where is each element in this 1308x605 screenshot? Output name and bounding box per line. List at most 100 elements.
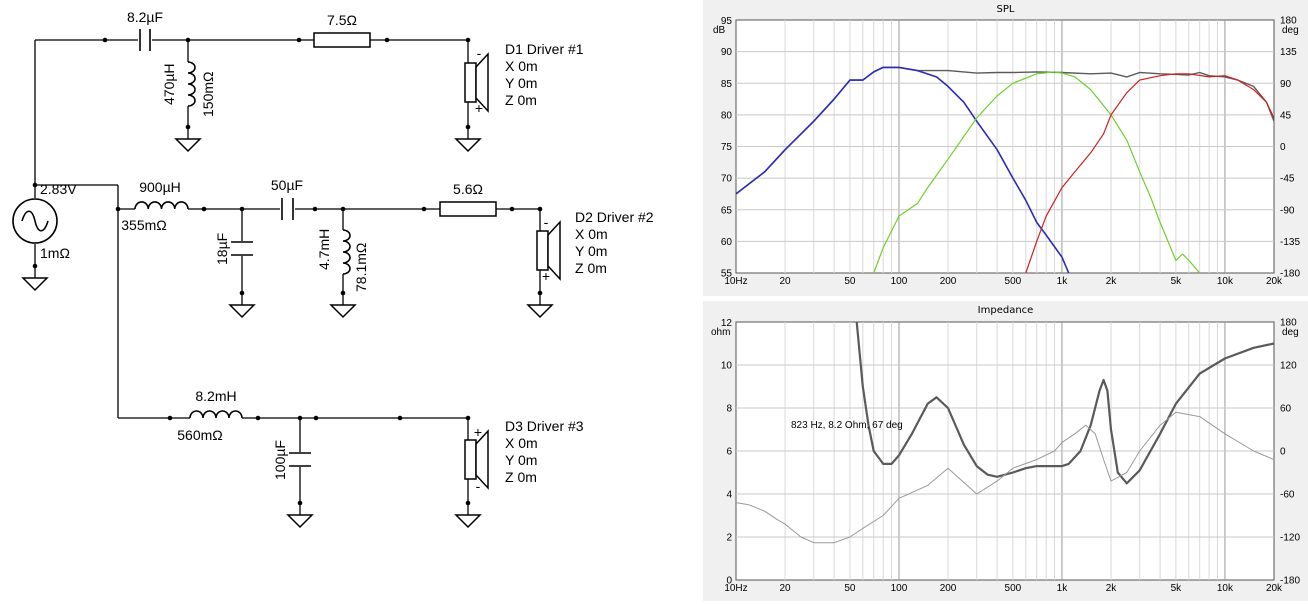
x-tick-label: 500 [1005,276,1022,287]
spl-series-line [1025,73,1275,274]
left-tick-label: 10 [721,361,733,372]
d2-series-inductor [134,201,189,210]
d2-shunt-capacitor-value: 18µF [214,233,230,265]
left-tick-label: 6 [726,447,732,458]
spl-axis-labels: 95908580757065605518013590450-45-90-135-… [721,16,1301,288]
x-tick-label: 1k [1057,276,1069,287]
x-tick-label: 1k [1057,583,1069,594]
ground-icon [526,304,554,319]
d1-inductor [187,61,196,107]
d2-driver-name: D2 Driver #2 [575,209,654,225]
right-tick-label: -120 [1280,533,1300,544]
right-tick-label: 45 [1280,110,1292,121]
x-tick-label: 50 [844,276,856,287]
spl-series [735,66,1275,274]
x-tick-label: 20k [1266,276,1283,287]
left-tick-label: 85 [721,79,733,90]
x-tick-label: 200 [940,583,957,594]
d3-series-inductor-resistance: 560mΩ [177,427,223,443]
x-tick-label: 5k [1171,276,1183,287]
source-voltage: 2.83V [40,181,77,197]
spl-graph: 95908580757065605518013590450-45-90-135-… [713,16,1301,288]
d2-y-position: Y 0m [575,243,607,259]
right-tick-label: -45 [1280,174,1295,185]
impedance-left-unit: ohm [711,327,730,338]
d1-capacitor-value: 8.2µF [127,9,163,25]
left-tick-label: 90 [721,47,733,58]
x-tick-label: 10Hz [724,583,747,594]
d3-series-inductor [189,410,243,419]
right-tick-label: 0 [1280,447,1286,458]
right-tick-label: 180 [1280,318,1297,329]
x-tick-label: 5k [1171,583,1183,594]
right-tick-label: -60 [1280,490,1295,501]
impedance-phase-line [735,411,1275,544]
left-tick-label: 12 [721,318,733,329]
ground-icon [329,304,357,319]
impedance-series [735,321,1275,544]
impedance-cursor-readout: 823 Hz, 8.2 Ohm, 67 deg [791,420,903,431]
ground-icon [228,304,256,319]
left-tick-label: 2 [726,533,732,544]
left-tick-label: 4 [726,490,732,501]
x-tick-label: 10k [1217,583,1234,594]
d1-driver-name: D1 Driver #1 [505,41,584,57]
junction-dots [32,37,543,506]
d2-plus-terminal: + [542,268,550,284]
spl-series-line [735,66,1070,274]
d1-resistor-value: 7.5Ω [327,12,357,28]
left-tick-label: 0 [726,576,732,587]
d2-series-capacitor-value: 50µF [271,177,303,193]
d3-series-inductor-value: 8.2mH [195,388,236,404]
d3-plus-terminal: + [474,424,482,440]
d2-speaker-icon [536,220,561,281]
x-tick-label: 20 [779,583,791,594]
d1-resistor [313,32,371,48]
left-tick-label: 60 [721,237,733,248]
ground-icon [454,138,482,153]
left-tick-label: 75 [721,142,733,153]
right-tick-label: 180 [1280,16,1297,27]
right-tick-label: 60 [1280,404,1292,415]
d1-speaker-icon [464,52,489,113]
ground-symbols [21,138,554,529]
d1-capacitor [139,29,151,51]
d3-x-position: X 0m [505,435,538,451]
right-tick-label: -180 [1280,576,1300,587]
d2-series-inductor-value: 900µH [139,179,181,195]
right-tick-label: 120 [1280,361,1297,372]
impedance-right-unit: deg [1282,327,1299,338]
x-tick-label: 50 [844,583,856,594]
d2-resistor-value: 5.6Ω [453,181,483,197]
d3-z-position: Z 0m [505,469,537,485]
d1-inductor-resistance: 150mΩ [200,72,216,118]
x-tick-label: 2k [1106,583,1118,594]
spl-graph-title: SPL [996,4,1015,15]
right-tick-label: 0 [1280,142,1286,153]
d2-resistor [439,201,497,217]
d1-z-position: Z 0m [505,92,537,108]
left-tick-label: 70 [721,174,733,185]
d1-y-position: Y 0m [505,75,537,91]
impedance-graph-title: Impedance [977,305,1034,316]
left-tick-label: 8 [726,404,732,415]
x-tick-label: 2k [1106,276,1118,287]
d1-plus-terminal: + [475,100,483,116]
x-tick-label: 100 [891,276,908,287]
d2-minus-terminal: - [544,214,549,230]
d3-shunt-capacitor-value: 100µF [272,440,288,480]
spl-grid [736,20,1274,273]
d1-x-position: X 0m [505,58,538,74]
d1-inductor-value: 470µH [161,63,177,105]
d2-z-position: Z 0m [575,260,607,276]
d2-series-capacitor [281,198,294,220]
ground-icon [174,138,202,153]
d3-y-position: Y 0m [505,452,537,468]
d3-driver-name: D3 Driver #3 [505,418,584,434]
source-resistance: 1mΩ [40,245,70,261]
left-tick-label: 95 [721,16,733,27]
d3-speaker-icon [464,429,489,490]
